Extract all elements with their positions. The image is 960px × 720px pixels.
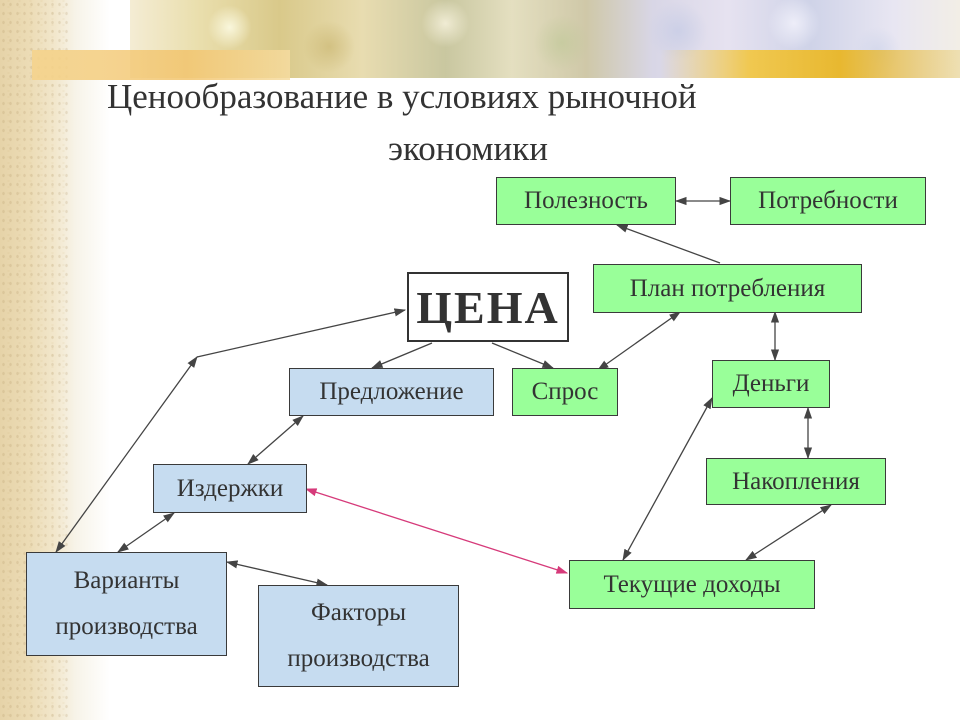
- arrow-price-demand: [491, 342, 555, 369]
- node-production-options-line1: Варианты: [73, 567, 180, 594]
- node-production-factors: Факторы производства: [258, 585, 459, 687]
- arrow-supply-costs: [247, 415, 304, 465]
- node-demand: Спрос: [512, 368, 618, 416]
- arrow-plan-demand: [597, 311, 681, 371]
- slide-title-line1: Ценообразование в условиях рыночной: [107, 77, 697, 116]
- arrow-costs-income: [304, 488, 569, 574]
- node-current-income: Текущие доходы: [569, 560, 815, 609]
- accent-strip: [32, 50, 290, 80]
- slide-title-line2: экономики: [388, 129, 548, 168]
- gold-strip: [660, 50, 960, 78]
- node-needs: Потребности: [730, 177, 926, 225]
- arrow-price-left: [196, 308, 407, 358]
- arrow-utility-plan: [615, 224, 721, 264]
- node-production-options-line2: производства: [55, 613, 198, 640]
- node-production-factors-line1: Факторы: [310, 599, 407, 626]
- node-production-factors-line2: производства: [287, 645, 430, 672]
- arrow-savings-income: [745, 504, 832, 561]
- arrow-options-factors: [225, 560, 329, 587]
- arrow-costs-options: [117, 512, 175, 553]
- node-costs: Издержки: [153, 464, 307, 513]
- node-utility: Полезность: [496, 177, 676, 225]
- arrow-money-income: [622, 396, 713, 562]
- arrow-price-supply: [370, 342, 433, 369]
- arrow-options-price: [55, 356, 198, 553]
- node-production-options: Варианты производства: [26, 552, 227, 656]
- node-supply: Предложение: [289, 368, 494, 416]
- node-consumption-plan: План потребления: [593, 264, 862, 313]
- node-price: ЦЕНА: [407, 272, 569, 342]
- node-savings: Накопления: [706, 458, 886, 505]
- node-money: Деньги: [712, 360, 830, 408]
